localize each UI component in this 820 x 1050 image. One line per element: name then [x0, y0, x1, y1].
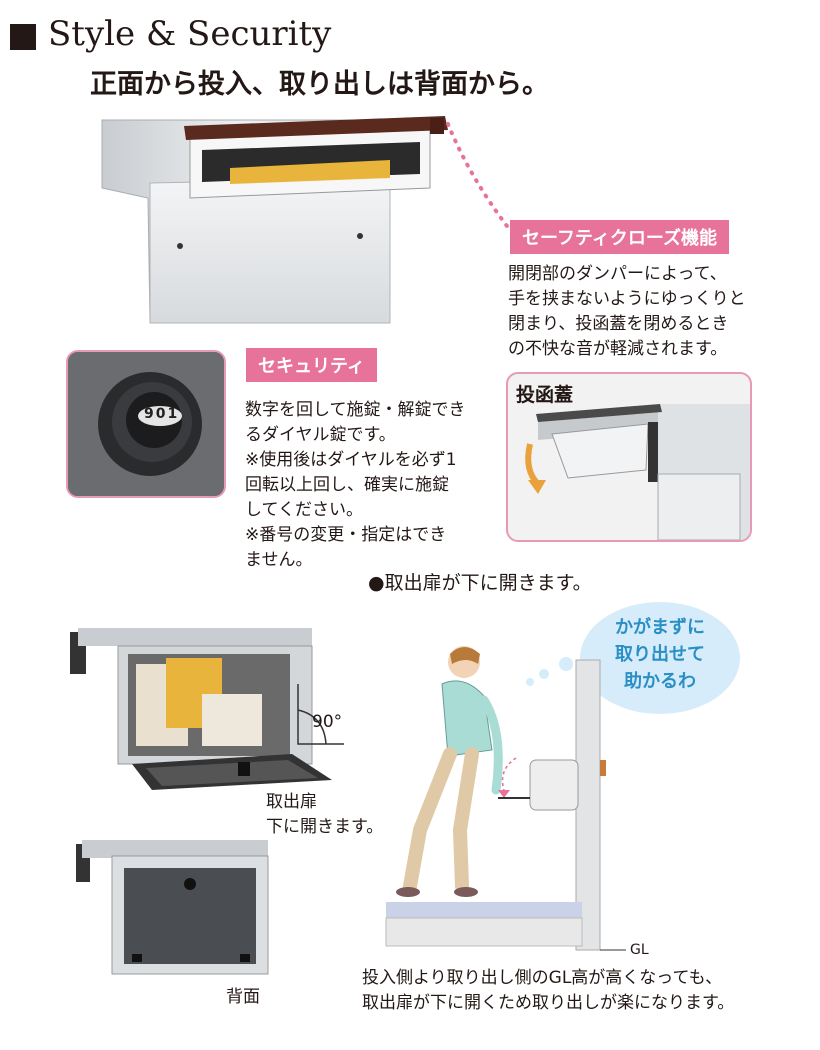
safety-line: 開閉部のダンパーによって、: [508, 264, 727, 284]
safety-line: の不快な音が軽減されます。: [508, 339, 728, 359]
dial-lock-image: 901: [66, 350, 226, 498]
speech-text: かがまずに 取り出せて 助かるわ: [580, 614, 740, 695]
speech-bubble: かがまずに 取り出せて 助かるわ: [518, 598, 758, 718]
lid-illustration: [525, 404, 750, 540]
angle-label: 90°: [312, 712, 343, 732]
speech-line: 取り出せて: [615, 644, 705, 665]
mailbox-back-image: [72, 838, 272, 978]
safety-line: 手を挟まないようにゆっくりと: [508, 289, 746, 309]
door-section-heading: ●取出扉が下に開きます。: [368, 572, 592, 594]
security-line: ※番号の変更・指定はでき: [245, 525, 447, 545]
speech-line: 助かるわ: [624, 671, 696, 692]
door-caption-line: 取出扉: [266, 792, 317, 812]
subtitle-jp: 正面から投入、取り出しは背面から。: [90, 69, 549, 100]
security-text: 数字を回して施錠・解錠でき るダイヤル錠です。 ※使用後はダイヤルを必ず1 回転…: [245, 398, 466, 573]
safety-close-text: 開閉部のダンパーによって、 手を挟まないようにゆっくりと 閉まり、投函蓋を閉める…: [508, 262, 746, 362]
door-caption-line: 下に開きます。: [266, 817, 384, 837]
gl-label: GL: [630, 942, 649, 958]
safety-close-label: セーフティクローズ機能: [510, 220, 729, 254]
lid-panel: 投函蓋: [506, 372, 752, 542]
footer-text: 投入側より取り出し側のGL高が高くなっても、 取出扉が下に開くため取り出しが楽に…: [362, 966, 734, 1016]
title-en: Style & Security: [48, 14, 332, 54]
dial-digits: 901: [144, 406, 180, 422]
security-line: るダイヤル錠です。: [245, 425, 396, 445]
footer-line: 投入側より取り出し側のGL高が高くなっても、: [362, 968, 723, 988]
speech-line: かがまずに: [615, 617, 705, 638]
security-line: ※使用後はダイヤルを必ず1: [245, 450, 457, 470]
mailbox-front-image: [90, 108, 460, 330]
back-caption: 背面: [226, 987, 260, 1007]
leader-dots: [440, 118, 520, 238]
safety-line: 閉まり、投函蓋を閉めるとき: [508, 314, 729, 334]
security-line: 数字を回して施錠・解錠でき: [245, 400, 466, 420]
footer-line: 取出扉が下に開くため取り出しが楽になります。: [362, 993, 735, 1013]
header-square-icon: [10, 24, 36, 50]
security-line: してください。: [245, 500, 363, 520]
security-line: ません。: [245, 550, 313, 570]
door-caption: 取出扉 下に開きます。: [266, 790, 383, 840]
person-wall-scene: [380, 640, 640, 960]
mailbox-open-door-image: [62, 624, 362, 794]
lid-panel-label: 投函蓋: [516, 384, 574, 406]
security-label: セキュリティ: [246, 348, 377, 382]
security-line: 回転以上回し、確実に施錠: [245, 475, 449, 495]
